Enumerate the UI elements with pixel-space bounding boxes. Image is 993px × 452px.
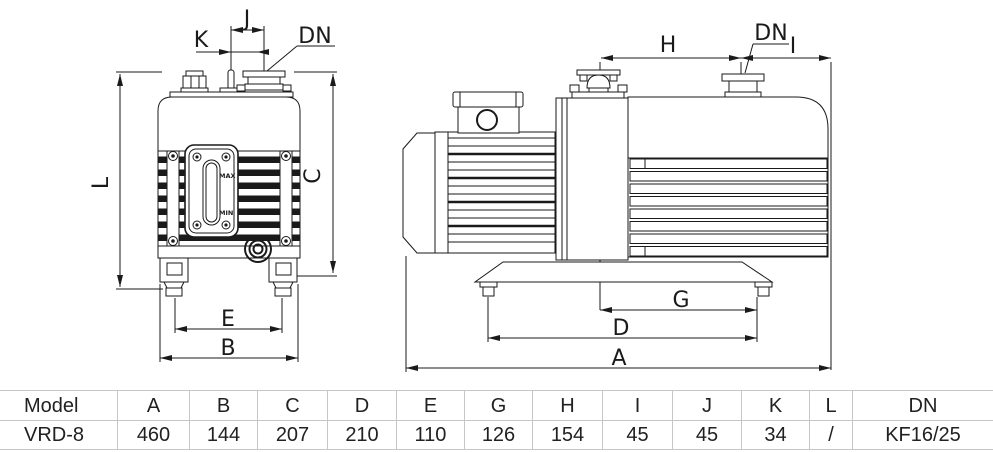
cell-h: 154 — [533, 421, 603, 449]
dimension-B: B — [159, 284, 299, 362]
header-model: Model — [0, 391, 118, 420]
oil-drain-plug — [244, 235, 272, 263]
front-feet — [159, 257, 298, 297]
header-h: H — [533, 391, 603, 420]
cell-l: / — [810, 421, 853, 449]
pump-body-front — [157, 96, 301, 259]
dimension-D: D — [487, 297, 757, 342]
dimension-table: Model A B C D E G H I J K L DN VRD-8 460… — [0, 390, 993, 450]
oil-filler-side — [569, 69, 628, 99]
cell-j: 45 — [673, 421, 742, 449]
header-a: A — [118, 391, 190, 420]
dim-label-g: G — [672, 288, 689, 313]
dim-label-b: B — [220, 336, 235, 361]
top-plate — [169, 91, 294, 98]
table-header-row: Model A B C D E G H I J K L DN — [0, 390, 993, 421]
dimension-I: I — [741, 34, 831, 61]
inlet-flange-front — [236, 70, 292, 92]
dim-label-e: E — [221, 307, 235, 332]
header-g: G — [465, 391, 533, 420]
header-d: D — [328, 391, 397, 420]
dim-label-l: L — [89, 176, 114, 189]
dim-label-j: J — [242, 7, 251, 32]
table-data-row: VRD-8 460 144 207 210 110 126 154 45 45 … — [0, 421, 993, 450]
cell-d: 210 — [328, 421, 397, 449]
oil-level-max-label: MAX — [219, 172, 236, 180]
dimension-A: A — [405, 256, 831, 372]
cell-c: 207 — [258, 421, 328, 449]
cell-dn: KF16/25 — [885, 424, 961, 446]
dim-label-i: I — [790, 34, 797, 59]
header-j: J — [673, 391, 742, 420]
header-b: B — [190, 391, 258, 420]
header-k: K — [742, 391, 810, 420]
cell-k: 34 — [742, 421, 810, 449]
dn-callout-side: DN — [744, 21, 789, 74]
dimension-E: E — [174, 298, 283, 333]
cell-g: 126 — [465, 421, 533, 449]
inlet-flange-side — [721, 73, 765, 98]
header-e: E — [397, 391, 465, 420]
cell-a: 460 — [118, 421, 190, 449]
cell-i: 45 — [603, 421, 673, 449]
body-screws — [168, 151, 291, 246]
oil-level-min-label: MIN — [219, 209, 233, 217]
motor — [402, 91, 556, 254]
dimension-C: C — [297, 74, 337, 277]
dim-label-dn-front: DN — [298, 24, 331, 49]
dimension-G: G — [600, 288, 758, 342]
junction-box — [452, 91, 524, 134]
dim-label-dn-side: DN — [754, 21, 787, 46]
dim-label-d: D — [613, 316, 630, 341]
cooling-fins-side — [629, 158, 828, 257]
dim-label-a: A — [611, 346, 626, 371]
header-dn: DN — [908, 394, 938, 417]
cell-model: VRD-8 — [0, 421, 118, 449]
cell-b: 144 — [190, 421, 258, 449]
technical-drawing: L C J K DN — [89, 7, 832, 372]
header-i: I — [603, 391, 673, 420]
side-view: H I DN — [402, 21, 832, 372]
dimension-K: K — [194, 28, 269, 55]
dim-label-c: C — [301, 168, 326, 183]
front-housing — [555, 97, 629, 261]
front-view: L C J K DN — [89, 7, 337, 362]
dn-callout-front: DN — [266, 24, 335, 72]
motor-fins — [448, 137, 555, 243]
dim-label-h: H — [660, 33, 677, 58]
dim-label-k: K — [194, 28, 209, 53]
dimension-L: L — [89, 74, 163, 290]
dimension-J: J — [230, 7, 265, 71]
header-l: L — [810, 391, 853, 420]
cell-e: 110 — [397, 421, 465, 449]
oil-fill-cap — [180, 70, 209, 93]
header-c: C — [258, 391, 328, 420]
base-plate — [473, 261, 774, 297]
pump-body-side — [627, 96, 829, 258]
oil-sight-glass: MAX MIN — [184, 144, 239, 238]
dimension-H: H — [601, 33, 741, 61]
